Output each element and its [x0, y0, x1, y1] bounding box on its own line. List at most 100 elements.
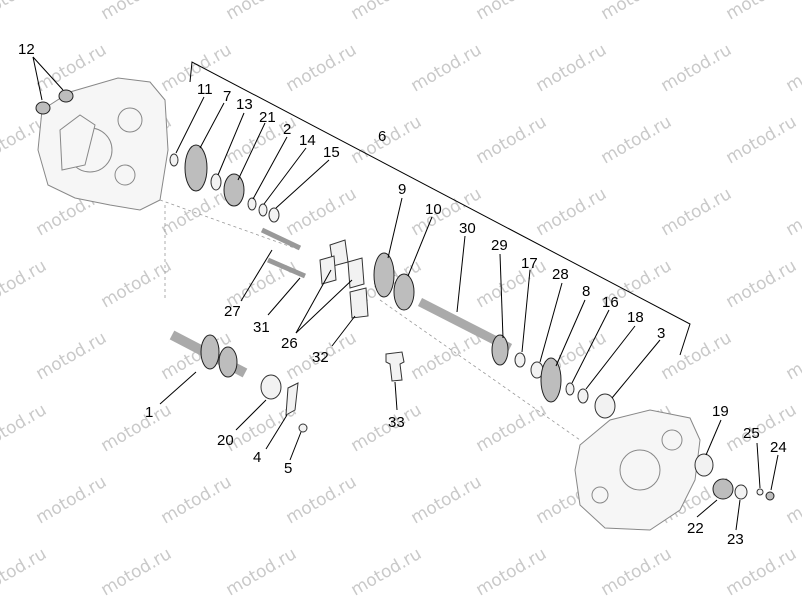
- callout-6: 6: [378, 128, 386, 145]
- callout-20: 20: [217, 432, 234, 449]
- callout-13: 13: [236, 96, 253, 113]
- callout-15: 15: [323, 144, 340, 161]
- gear-10: [393, 273, 415, 311]
- watermark-text: motod.ru: [473, 400, 551, 456]
- gear-21: [223, 173, 245, 207]
- watermark-text: motod.ru: [783, 184, 802, 240]
- callout-16: 16: [602, 294, 619, 311]
- watermark-text: motod.ru: [158, 472, 236, 528]
- callout-21: 21: [259, 109, 276, 126]
- bearing-20: [260, 374, 282, 400]
- watermark-text: motod.ru: [723, 400, 801, 456]
- watermark-text: motod.ru: [723, 544, 801, 600]
- bushing-13: [210, 173, 222, 191]
- washer-23: [734, 484, 748, 500]
- watermark-text: motod.ru: [783, 328, 802, 384]
- watermark-text: motod.ru: [158, 184, 236, 240]
- callout-labels: 1 2 3 4 5 6 7 8 9 10 11 12 13 14 15 16 1…: [18, 41, 787, 548]
- callout-31: 31: [253, 319, 270, 336]
- watermark-text: motod.ru: [408, 472, 486, 528]
- shaft-27: [260, 227, 302, 251]
- watermark-text: motod.ru: [473, 112, 551, 168]
- bearing-3: [594, 393, 616, 419]
- callout-4: 4: [253, 449, 261, 466]
- leader-lines: [32, 56, 779, 531]
- callout-24: 24: [770, 439, 787, 456]
- callout-8: 8: [582, 283, 590, 300]
- input-shaft-1: [169, 330, 248, 378]
- watermark-text: motod.ru: [658, 40, 736, 96]
- watermark-text: motod.ru: [473, 256, 551, 312]
- assembly-guides: [159, 199, 581, 441]
- gear-29: [491, 334, 509, 366]
- watermark-text: motod.ru: [0, 256, 50, 312]
- watermark-text: motod.ru: [598, 0, 676, 24]
- watermark-text: motod.ru: [658, 184, 736, 240]
- watermark-text: motod.ru: [473, 544, 551, 600]
- callout-30: 30: [459, 220, 476, 237]
- bolt-24: [765, 491, 775, 501]
- washer-16: [565, 382, 575, 396]
- bolt-33: [385, 351, 405, 382]
- watermark-text: motod.ru: [33, 328, 111, 384]
- watermark-text: motod.ru: [223, 544, 301, 600]
- shaft-31: [267, 257, 306, 279]
- callout-32: 32: [312, 349, 329, 366]
- bearings-12: [35, 89, 74, 115]
- callout-28: 28: [552, 266, 569, 283]
- left-crankcase: [37, 77, 169, 211]
- callout-12: 12: [18, 41, 35, 58]
- watermark-text: motod.ru: [0, 544, 50, 600]
- callout-7: 7: [223, 88, 231, 105]
- watermark-text: motod.ru: [723, 0, 801, 24]
- washer-15: [268, 207, 280, 223]
- group-6-bracket: [189, 61, 691, 356]
- watermark-text: motod.ru: [598, 544, 676, 600]
- watermark-text: motod.ru: [783, 472, 802, 528]
- callout-3: 3: [657, 325, 665, 342]
- watermark-text: motod.ru: [283, 184, 361, 240]
- watermark-text: motod.ru: [533, 184, 611, 240]
- watermark-text: motod.ru: [473, 0, 551, 24]
- watermark-text: motod.ru: [0, 400, 50, 456]
- callout-26: 26: [281, 335, 298, 352]
- watermark-text: motod.ru: [98, 0, 176, 24]
- gear-7: [184, 144, 208, 192]
- watermark-text: motod.ru: [33, 472, 111, 528]
- washer-25: [756, 488, 764, 496]
- watermark-text: motod.ru: [408, 328, 486, 384]
- washer-11: [169, 153, 179, 167]
- gear-9: [373, 252, 395, 298]
- right-crankcase: [574, 409, 701, 531]
- callout-5: 5: [284, 460, 292, 477]
- watermark-text: motod.ru: [348, 400, 426, 456]
- watermark-text: motod.ru: [98, 256, 176, 312]
- callout-23: 23: [727, 531, 744, 548]
- watermark-text: motod.ru: [723, 112, 801, 168]
- callout-11: 11: [197, 81, 213, 98]
- shift-forks-26: [319, 239, 365, 289]
- watermark-text: motod.ru: [223, 0, 301, 24]
- fork-32: [349, 287, 369, 319]
- watermark-text: motod.ru: [283, 472, 361, 528]
- circlip-14: [258, 203, 268, 217]
- callout-2: 2: [283, 121, 291, 138]
- watermark-text: motod.ru: [98, 400, 176, 456]
- watermark-text: motod.ru: [598, 112, 676, 168]
- watermark-text: motod.ru: [0, 0, 50, 24]
- callout-22: 22: [687, 520, 704, 537]
- watermark-text: motod.ru: [348, 544, 426, 600]
- watermark-text: motod.ru: [408, 40, 486, 96]
- callout-1: 1: [145, 404, 153, 421]
- gear-8: [540, 357, 562, 403]
- callout-27: 27: [224, 303, 241, 320]
- callout-17: 17: [521, 255, 538, 272]
- callout-18: 18: [627, 309, 644, 326]
- callout-9: 9: [398, 181, 406, 198]
- plate-4: [285, 382, 299, 416]
- callout-29: 29: [491, 237, 508, 254]
- washer-2: [247, 197, 257, 211]
- circlip-18: [577, 388, 589, 404]
- callout-33: 33: [388, 414, 405, 431]
